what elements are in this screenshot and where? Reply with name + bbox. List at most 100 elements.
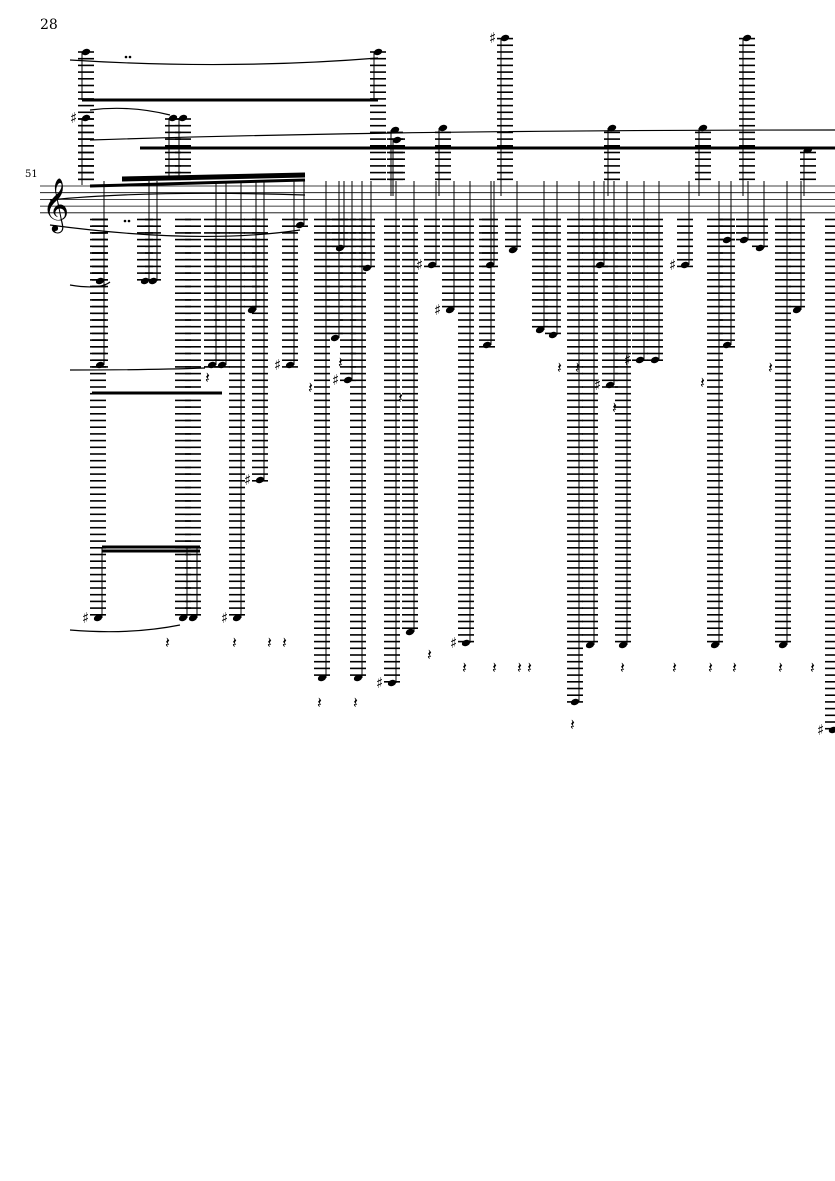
quarter-rest: 𝄽 bbox=[570, 715, 575, 734]
tie bbox=[89, 129, 835, 141]
notehead bbox=[387, 679, 397, 687]
sharp-accidental: ♯ bbox=[244, 471, 251, 489]
notehead bbox=[680, 261, 690, 269]
notehead bbox=[500, 34, 510, 42]
notehead bbox=[618, 641, 628, 649]
quarter-rest: 𝄽 bbox=[338, 353, 343, 372]
sharp-accidental: ♯ bbox=[817, 721, 824, 739]
notehead bbox=[605, 381, 615, 389]
notehead bbox=[81, 48, 91, 56]
notehead bbox=[390, 126, 400, 134]
notehead bbox=[285, 361, 295, 369]
notehead bbox=[650, 356, 660, 364]
notehead bbox=[438, 124, 448, 132]
sharp-accidental: ♯ bbox=[594, 376, 601, 394]
quarter-rest: 𝄽 bbox=[768, 358, 773, 377]
page-number: 28 bbox=[40, 17, 58, 33]
notehead bbox=[427, 261, 437, 269]
sharp-accidental: ♯ bbox=[624, 351, 631, 369]
notehead bbox=[792, 306, 802, 314]
sharp-accidental: ♯ bbox=[450, 634, 457, 652]
quarter-rest: 𝄽 bbox=[575, 358, 580, 377]
sharp-accidental: ♯ bbox=[669, 256, 676, 274]
notehead bbox=[722, 236, 732, 244]
quarter-rest: 𝄽 bbox=[557, 358, 562, 377]
quarter-rest: 𝄽 bbox=[527, 658, 532, 677]
quarter-rest: 𝄽 bbox=[398, 388, 403, 407]
beam bbox=[89, 178, 306, 188]
quarter-rest: 𝄽 bbox=[282, 633, 287, 652]
sharp-accidental: ♯ bbox=[332, 371, 339, 389]
quarter-rest: 𝄽 bbox=[492, 658, 497, 677]
sharp-accidental: ♯ bbox=[82, 609, 89, 627]
tie bbox=[69, 624, 181, 633]
notehead bbox=[742, 34, 752, 42]
quarter-rest: 𝄽 bbox=[700, 373, 705, 392]
quarter-rest: 𝄽 bbox=[317, 693, 322, 712]
notehead bbox=[188, 614, 198, 622]
notehead bbox=[247, 306, 257, 314]
notehead bbox=[508, 246, 518, 254]
quarter-rest: 𝄽 bbox=[778, 658, 783, 677]
quarter-rest: 𝄽 bbox=[732, 658, 737, 677]
notehead bbox=[635, 356, 645, 364]
notehead bbox=[81, 114, 91, 122]
notehead bbox=[548, 331, 558, 339]
tie bbox=[89, 107, 171, 116]
quarter-rest: 𝄽 bbox=[708, 658, 713, 677]
notehead bbox=[607, 124, 617, 132]
sharp-accidental: ♯ bbox=[434, 301, 441, 319]
notehead bbox=[330, 334, 340, 342]
notehead bbox=[778, 641, 788, 649]
notehead bbox=[698, 124, 708, 132]
tie bbox=[69, 281, 111, 288]
sharp-accidental: ♯ bbox=[416, 256, 423, 274]
notehead bbox=[570, 698, 580, 706]
notehead bbox=[148, 277, 158, 285]
notehead bbox=[362, 264, 372, 272]
notehead bbox=[255, 476, 265, 484]
notehead bbox=[585, 641, 595, 649]
notehead bbox=[373, 48, 383, 56]
notehead bbox=[710, 641, 720, 649]
tie bbox=[69, 57, 379, 66]
beam bbox=[121, 172, 306, 180]
quarter-rest: 𝄽 bbox=[612, 398, 617, 417]
notehead bbox=[482, 341, 492, 349]
notehead bbox=[353, 674, 363, 682]
quarter-rest: 𝄽 bbox=[205, 368, 210, 387]
notehead bbox=[405, 628, 415, 636]
dot bbox=[127, 219, 131, 223]
notehead bbox=[343, 376, 353, 384]
notehead bbox=[828, 726, 835, 734]
quarter-rest: 𝄽 bbox=[810, 658, 815, 677]
quarter-rest: 𝄽 bbox=[427, 645, 432, 664]
beam bbox=[121, 174, 306, 182]
notehead bbox=[178, 614, 188, 622]
quarter-rest: 𝄽 bbox=[232, 633, 237, 652]
quarter-rest: 𝄽 bbox=[620, 658, 625, 677]
tie bbox=[49, 224, 301, 238]
quarter-rest: 𝄽 bbox=[165, 633, 170, 652]
notehead bbox=[739, 236, 749, 244]
notehead bbox=[755, 244, 765, 252]
sharp-accidental: ♯ bbox=[70, 109, 77, 127]
sharp-accidental: ♯ bbox=[221, 609, 228, 627]
notehead bbox=[461, 639, 471, 647]
treble-clef: 𝄞 bbox=[42, 177, 69, 233]
sharp-accidental: ♯ bbox=[489, 29, 496, 47]
notehead bbox=[93, 614, 103, 622]
notehead bbox=[445, 306, 455, 314]
dot bbox=[124, 55, 128, 59]
quarter-rest: 𝄽 bbox=[308, 378, 313, 397]
notehead bbox=[232, 614, 242, 622]
measure-number: 51 bbox=[25, 169, 38, 180]
notehead bbox=[217, 361, 227, 369]
quarter-rest: 𝄽 bbox=[517, 658, 522, 677]
quarter-rest: 𝄽 bbox=[267, 633, 272, 652]
notehead bbox=[317, 674, 327, 682]
notehead bbox=[392, 136, 402, 144]
sharp-accidental: ♯ bbox=[376, 674, 383, 692]
